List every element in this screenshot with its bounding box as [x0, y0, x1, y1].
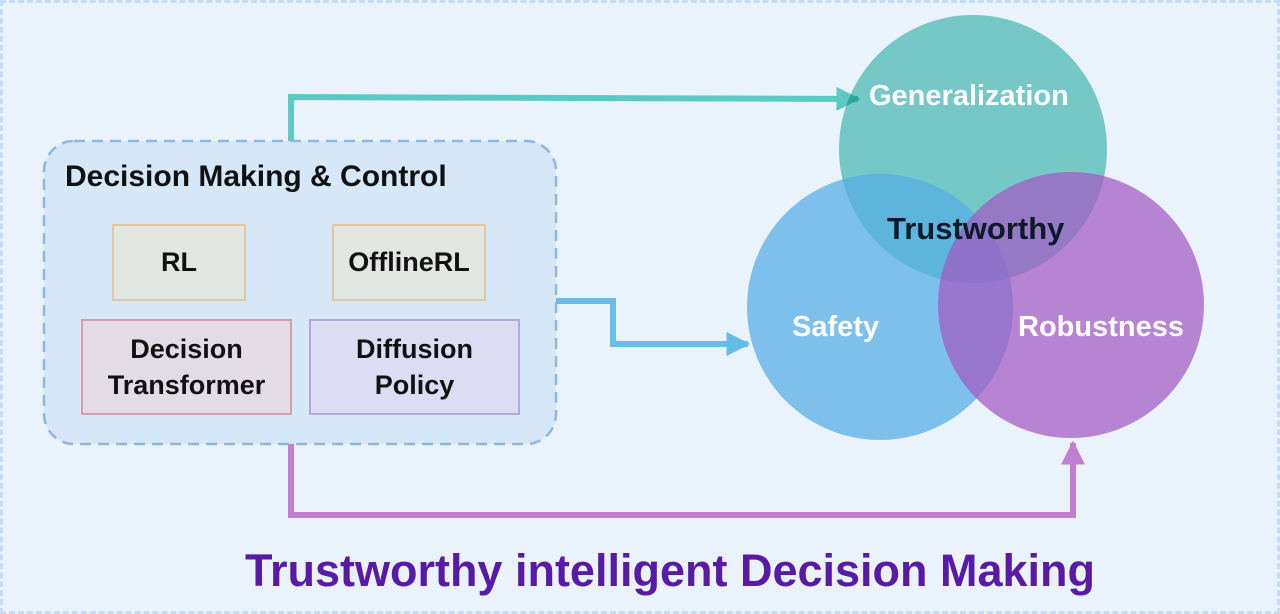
- arrow-to-robustness: [288, 440, 1085, 518]
- venn-label-trustworthy: Trustworthy: [887, 211, 1065, 246]
- venn-label-robustness: Robustness: [1018, 311, 1184, 343]
- footer-title: Trustworthy intelligent Decision Making: [244, 545, 1096, 596]
- method-box-decision-transformer: Decision Transformer: [81, 319, 292, 415]
- method-label-offlinerl: OfflineRL: [348, 247, 470, 278]
- venn-circle-robustness: [938, 172, 1204, 438]
- method-label-rl: RL: [161, 247, 197, 278]
- venn-label-safety: Safety: [792, 311, 880, 343]
- method-box-rl: RL: [112, 224, 246, 301]
- method-box-diffusion-policy: Diffusion Policy: [309, 319, 520, 415]
- arrow-to-safety: [556, 298, 751, 356]
- venn-circle-safety: [747, 174, 1013, 440]
- method-label-diffusion-policy: Diffusion Policy: [356, 333, 473, 400]
- arrow-to-generalization: [288, 86, 861, 141]
- venn-label-generalization: Generalization: [869, 80, 1069, 112]
- method-label-decision-transformer: Decision Transformer: [107, 333, 266, 400]
- group-title: Decision Making & Control: [65, 160, 447, 193]
- method-box-offlinerl: OfflineRL: [332, 224, 486, 301]
